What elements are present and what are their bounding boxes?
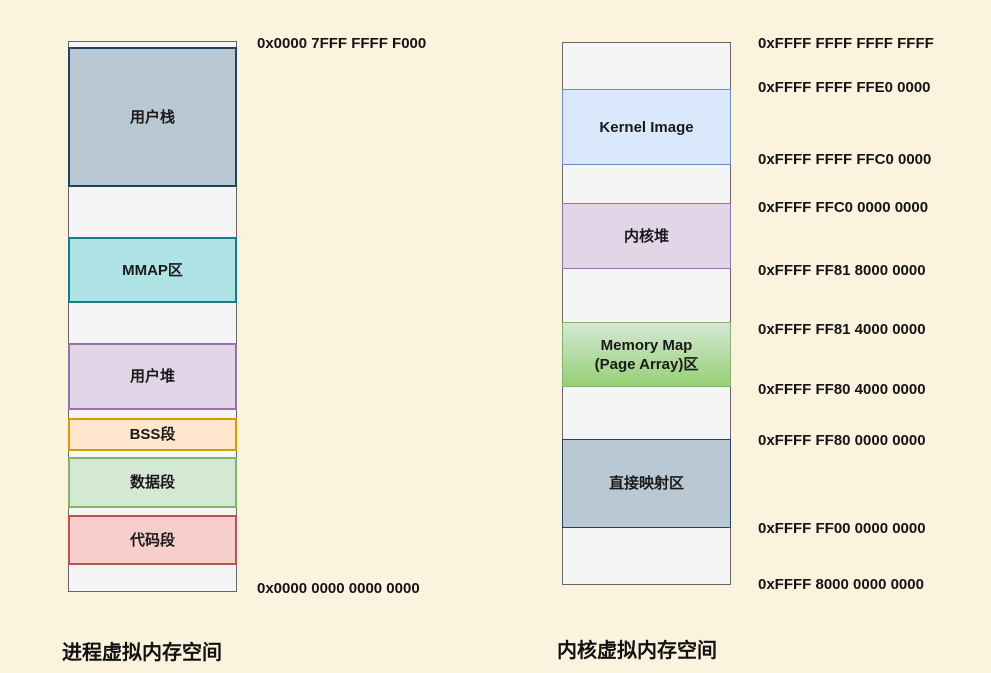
segment-code: 代码段 <box>68 515 237 565</box>
process-space-title: 进程虚拟内存空间 <box>62 642 222 664</box>
memory-map-label-line1: Memory Map <box>600 336 693 354</box>
address-kernel-2: 0xFFFF FFFF FFC0 0000 <box>758 151 932 168</box>
address-kernel-5: 0xFFFF FF81 4000 0000 <box>758 321 926 338</box>
address-kernel-9: 0xFFFF 8000 0000 0000 <box>758 576 924 593</box>
segment-user-stack: 用户栈 <box>68 47 237 187</box>
address-process-top: 0x0000 7FFF FFFF F000 <box>257 35 427 52</box>
segment-kernel-heap: 内核堆 <box>562 203 731 269</box>
kernel-memory-column: Kernel Image 内核堆 Memory Map (Page Array)… <box>562 42 731 585</box>
kernel-space-title: 内核虚拟内存空间 <box>557 640 717 662</box>
segment-memory-map: Memory Map (Page Array)区 <box>562 322 731 387</box>
process-memory-column: 用户栈 MMAP区 用户堆 BSS段 数据段 代码段 <box>68 41 237 592</box>
address-kernel-6: 0xFFFF FF80 4000 0000 <box>758 381 926 398</box>
address-kernel-3: 0xFFFF FFC0 0000 0000 <box>758 199 929 216</box>
address-kernel-7: 0xFFFF FF80 0000 0000 <box>758 432 926 449</box>
memory-map-label-line2: (Page Array)区 <box>594 355 699 373</box>
address-kernel-4: 0xFFFF FF81 8000 0000 <box>758 262 926 279</box>
segment-data: 数据段 <box>68 457 237 508</box>
segment-kernel-image: Kernel Image <box>562 89 731 165</box>
segment-bss: BSS段 <box>68 418 237 451</box>
segment-direct-map: 直接映射区 <box>562 439 731 528</box>
segment-mmap-area: MMAP区 <box>68 237 237 303</box>
address-process-bottom: 0x0000 0000 0000 0000 <box>257 580 420 597</box>
segment-user-heap: 用户堆 <box>68 343 237 410</box>
address-kernel-0: 0xFFFF FFFF FFFF FFFF <box>758 35 934 52</box>
address-kernel-8: 0xFFFF FF00 0000 0000 <box>758 520 926 537</box>
address-kernel-1: 0xFFFF FFFF FFE0 0000 <box>758 79 931 96</box>
